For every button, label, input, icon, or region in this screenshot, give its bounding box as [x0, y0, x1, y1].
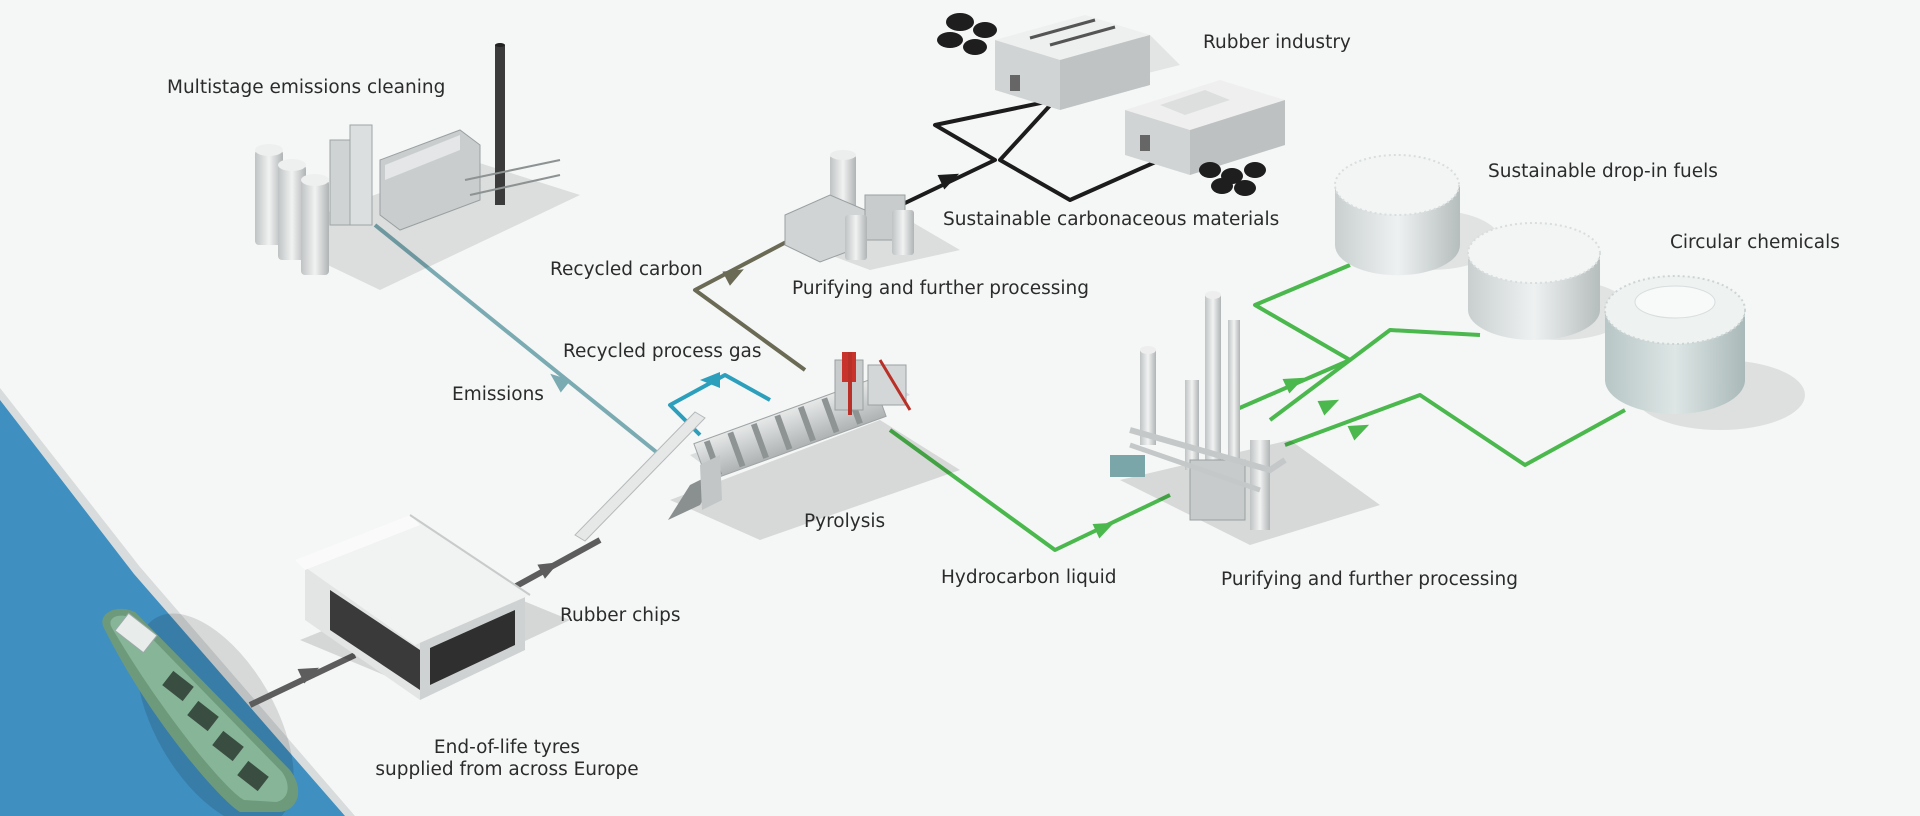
- arrow-carbon: [722, 269, 744, 286]
- label-emissions-cleaning: Multistage emissions cleaning: [167, 77, 446, 98]
- label-tyres-line1: End-of-life tyres: [433, 737, 581, 758]
- conveyor: [574, 411, 706, 542]
- emissions-cleaning-plant: [255, 43, 580, 290]
- cargo-ship: [102, 608, 299, 816]
- carbon-purifying-plant: [784, 150, 960, 270]
- label-purifying-top: Purifying and further processing: [792, 278, 1090, 299]
- flow-hydrocarbon-liquid: [888, 428, 1171, 552]
- label-purifying-right: Purifying and further processing: [1221, 569, 1519, 590]
- label-recycled-gas: Recycled process gas: [563, 341, 762, 362]
- label-circular-chemicals: Circular chemicals: [1670, 232, 1840, 253]
- arrow-materials: [937, 173, 960, 190]
- flow-chemicals: [1284, 393, 1626, 467]
- label-end-of-life-tyres: End-of-life tyres supplied from across E…: [375, 737, 638, 781]
- refinery-plant: [1110, 291, 1380, 545]
- fuel-tank-2: [1467, 222, 1630, 340]
- arrow-fuels-1: [1282, 377, 1305, 394]
- label-pyrolysis: Pyrolysis: [804, 511, 886, 532]
- flow-tyres-to-storage: [248, 652, 357, 708]
- label-rubber-chips: Rubber chips: [560, 605, 681, 626]
- label-hydrocarbon-liquid: Hydrocarbon liquid: [941, 567, 1117, 588]
- label-rubber-industry: Rubber industry: [1203, 32, 1351, 53]
- arrow-liquid: [1092, 522, 1115, 539]
- arrow-chemicals: [1347, 424, 1370, 441]
- label-dropin-fuels: Sustainable drop-in fuels: [1488, 161, 1718, 182]
- tyre-storage-hall: [295, 514, 570, 700]
- label-emissions: Emissions: [452, 384, 544, 405]
- pyrolysis-plant: [668, 352, 960, 540]
- flow-emissions: [373, 223, 662, 457]
- arrow-fuels-2: [1317, 399, 1340, 416]
- rubber-industry-buildings: [937, 13, 1285, 196]
- arrow-emissions: [550, 373, 571, 393]
- chemicals-tank: [1604, 275, 1805, 430]
- water: [0, 395, 350, 816]
- arrow-tyres: [297, 667, 320, 684]
- fuel-tank-1: [1334, 154, 1500, 276]
- flow-recycled-gas: [668, 373, 771, 437]
- label-sustainable-carbonaceous: Sustainable carbonaceous materials: [943, 209, 1280, 230]
- flow-fuels-2: [1268, 328, 1481, 422]
- arrow-chips: [537, 562, 559, 579]
- label-tyres-line2: supplied from across Europe: [375, 759, 639, 780]
- flow-recycled-carbon: [693, 238, 807, 372]
- arrow-gas: [700, 372, 720, 388]
- label-recycled-carbon: Recycled carbon: [550, 259, 703, 280]
- flow-carbon-materials: [879, 98, 1161, 217]
